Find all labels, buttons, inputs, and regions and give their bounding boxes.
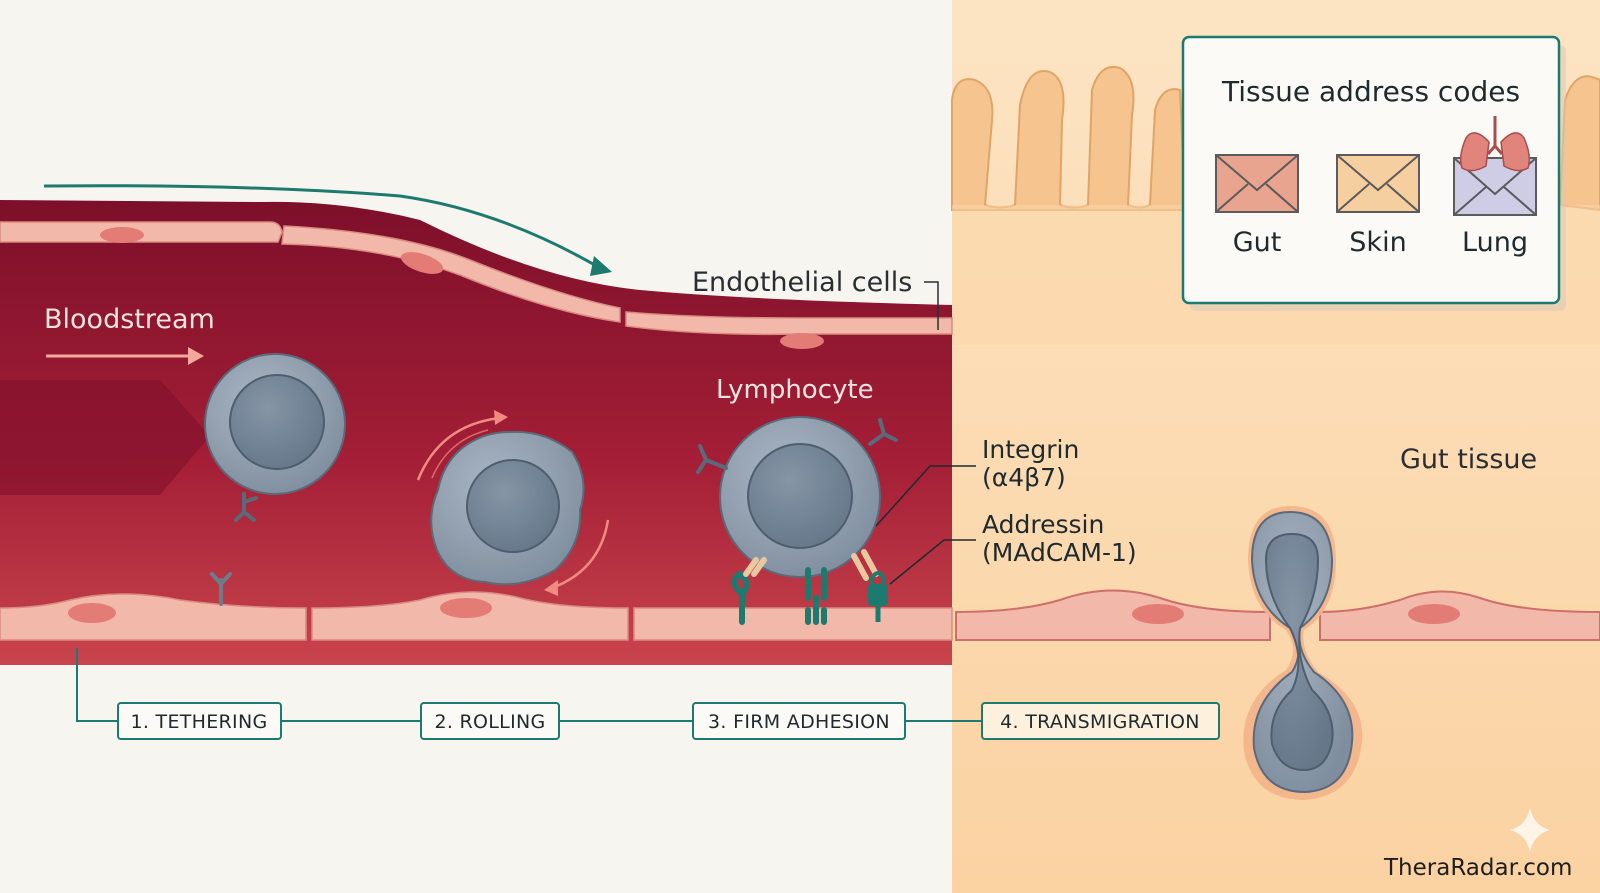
integrin-addressin-pairs bbox=[731, 549, 888, 625]
addressin-sublabel: (MAdCAM-1) bbox=[982, 538, 1137, 567]
lymphocyte-rolling bbox=[416, 410, 610, 596]
flow-arrow bbox=[43, 184, 601, 270]
lymphocyte-transmigration bbox=[1243, 506, 1363, 800]
addressin-label: Addressin bbox=[982, 510, 1104, 539]
tissue-address-legend: Tissue address codes Gut Skin Lung bbox=[1181, 35, 1566, 311]
watermark-text: TheraRadar.com bbox=[1383, 855, 1572, 881]
endothelial-cells-label: Endothelial cells bbox=[692, 267, 912, 298]
integrin-sublabel: (α4β7) bbox=[982, 463, 1066, 492]
blood-vessel bbox=[0, 200, 953, 665]
legend-gut-label: Gut bbox=[1233, 227, 1282, 258]
bloodstream-label: Bloodstream bbox=[44, 304, 215, 335]
stage-3-label: 3. FIRM ADHESION bbox=[708, 711, 890, 733]
legend-lung-label: Lung bbox=[1462, 227, 1528, 258]
legend-title: Tissue address codes bbox=[1221, 75, 1520, 108]
gut-tissue-label: Gut tissue bbox=[1400, 444, 1537, 475]
stage-timeline: 1. TETHERING 2. ROLLING 3. FIRM ADHESION… bbox=[76, 648, 1220, 740]
selectin-receptor-icon bbox=[210, 572, 232, 606]
legend-skin-label: Skin bbox=[1349, 227, 1406, 258]
stage-2-label: 2. ROLLING bbox=[434, 711, 545, 733]
stage-1-label: 1. TETHERING bbox=[130, 711, 267, 733]
lungs-envelope-icon bbox=[1453, 116, 1537, 216]
lymphocyte-firm-adhesion bbox=[696, 416, 898, 625]
lymphocyte-label: Lymphocyte bbox=[716, 375, 874, 405]
integrin-label: Integrin bbox=[982, 435, 1079, 464]
sparkle-icon bbox=[1510, 808, 1550, 852]
tissue-endothelium bbox=[955, 589, 1600, 641]
lymphocyte-tethering bbox=[204, 353, 346, 606]
envelope-icon bbox=[1336, 154, 1420, 213]
stage-4-label: 4. TRANSMIGRATION bbox=[1000, 711, 1200, 733]
envelope-icon bbox=[1215, 154, 1299, 213]
